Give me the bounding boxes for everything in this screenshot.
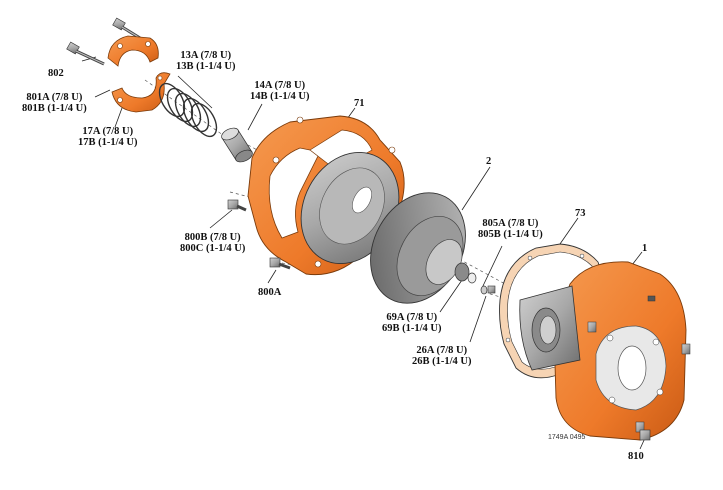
impeller-2 xyxy=(370,192,477,304)
label-805: 805A (7/8 U) 805B (1-1/4 U) xyxy=(478,218,543,240)
bolt-800a xyxy=(269,257,291,270)
bolt-810 xyxy=(639,429,651,441)
drawing-code: 1749A 0495 xyxy=(548,434,586,441)
label-71: 71 xyxy=(354,98,365,109)
label-13b: 13B (1-1/4 U) xyxy=(176,61,236,72)
label-801: 801A (7/8 U) 801B (1-1/4 U) xyxy=(22,92,87,114)
label-17a: 17A (7/8 U) xyxy=(82,126,134,137)
label-13: 13A (7/8 U) 13B (1-1/4 U) xyxy=(176,50,236,72)
label-2: 2 xyxy=(486,156,492,167)
bolt-800b xyxy=(227,199,247,212)
label-14b: 14B (1-1/4 U) xyxy=(250,91,310,102)
label-800c: 800C (1-1/4 U) xyxy=(180,243,246,254)
label-800b: 800B (7/8 U) xyxy=(184,232,241,243)
label-801b: 801B (1-1/4 U) xyxy=(22,103,87,114)
label-17: 17A (7/8 U) 17B (1-1/4 U) xyxy=(78,126,138,148)
sleeve-14 xyxy=(221,127,253,163)
label-69a: 69A (7/8 U) xyxy=(386,312,438,323)
label-17b: 17B (1-1/4 U) xyxy=(78,137,138,148)
spring-13 xyxy=(158,82,218,138)
washer-26 xyxy=(480,285,496,295)
label-800a: 800A xyxy=(258,287,282,298)
leader-lines xyxy=(81,56,646,450)
label-805b: 805B (1-1/4 U) xyxy=(478,229,543,240)
bolt-802 xyxy=(66,41,105,66)
label-69b: 69B (1-1/4 U) xyxy=(382,323,442,334)
adapter-71 xyxy=(247,115,405,276)
label-800bc: 800B (7/8 U) 800C (1-1/4 U) xyxy=(180,232,245,254)
label-801a: 801A (7/8 U) xyxy=(26,92,83,103)
label-810: 810 xyxy=(628,451,644,462)
label-802: 802 xyxy=(48,68,64,79)
label-73: 73 xyxy=(575,208,586,219)
clamp-lower-17 xyxy=(111,72,171,113)
label-69: 69A (7/8 U) 69B (1-1/4 U) xyxy=(382,312,442,334)
bolt-801 xyxy=(112,17,141,40)
casing-1 xyxy=(519,261,691,441)
label-14: 14A (7/8 U) 14B (1-1/4 U) xyxy=(250,80,310,102)
label-13a: 13A (7/8 U) xyxy=(180,50,232,61)
label-26: 26A (7/8 U) 26B (1-1/4 U) xyxy=(412,345,472,367)
label-14a: 14A (7/8 U) xyxy=(254,80,306,91)
clamp-upper-801 xyxy=(107,35,159,67)
label-805a: 805A (7/8 U) xyxy=(482,218,539,229)
label-26b: 26B (1-1/4 U) xyxy=(412,356,472,367)
label-1: 1 xyxy=(642,243,648,254)
label-26a: 26A (7/8 U) xyxy=(416,345,468,356)
